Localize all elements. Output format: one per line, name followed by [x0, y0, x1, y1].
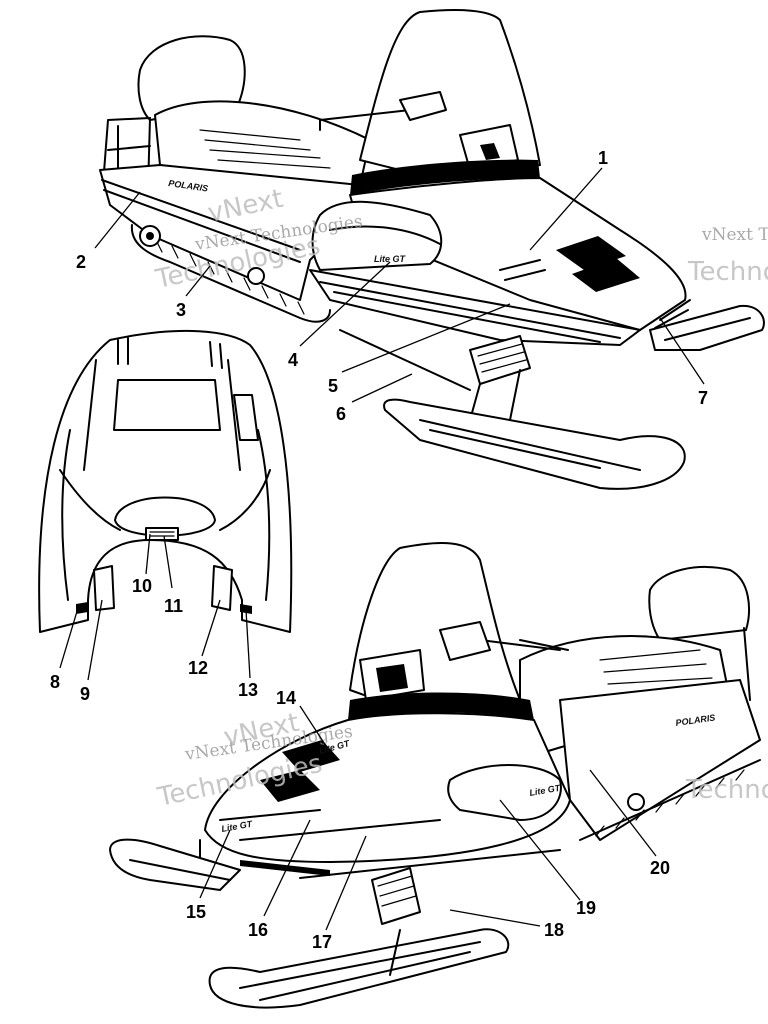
callout-4: 4: [288, 350, 298, 370]
callout-8: 8: [50, 672, 60, 692]
watermark-edge-mid: Technol: [687, 257, 768, 287]
callout-5: 5: [328, 376, 338, 396]
front-ski-bottom-left: [109, 838, 241, 891]
callout-12: 12: [188, 658, 208, 678]
hood-outline: [38, 329, 293, 633]
track: [130, 224, 331, 323]
model-decal-top: Lite GT: [374, 254, 407, 264]
callout-17: 17: [312, 932, 332, 952]
callout-20: 20: [650, 858, 670, 878]
backrest: [137, 35, 246, 121]
front-ski-right: [649, 304, 765, 351]
watermark-edge-top: vNext Te: [701, 225, 768, 245]
side-panel: [311, 200, 443, 271]
callout-11: 11: [164, 596, 183, 616]
callout-1: 1: [598, 148, 608, 168]
hood-detail: [38, 329, 293, 633]
callout-labels: 1 2 3 4 5 6 7 8 9 10 11 12 13 14 15 16 1…: [50, 148, 708, 952]
callout-9: 9: [80, 684, 90, 704]
callout-19: 19: [576, 898, 596, 918]
callout-16: 16: [248, 920, 268, 940]
leader-lines: [59, 167, 705, 931]
front-ski-left: [383, 398, 686, 490]
cowl-band: [350, 159, 540, 195]
callout-6: 6: [336, 404, 346, 424]
snowmobile-bottom: Lite GT Lite GT Lite GT POLARIS: [109, 542, 761, 1009]
snowmobile-top: Lite GT POLARIS: [99, 9, 765, 490]
callout-3: 3: [176, 300, 186, 320]
callout-13: 13: [238, 680, 258, 700]
callout-15: 15: [186, 902, 206, 922]
tunnel: [99, 164, 361, 301]
callout-7: 7: [698, 388, 708, 408]
callout-18: 18: [544, 920, 564, 940]
watermark-edge-bottom: Technol: [685, 775, 768, 805]
hood-top: [349, 177, 687, 331]
callout-10: 10: [132, 576, 152, 596]
callout-2: 2: [76, 252, 86, 272]
front-ski-bottom-right: [208, 928, 510, 1009]
callout-14: 14: [276, 688, 296, 708]
